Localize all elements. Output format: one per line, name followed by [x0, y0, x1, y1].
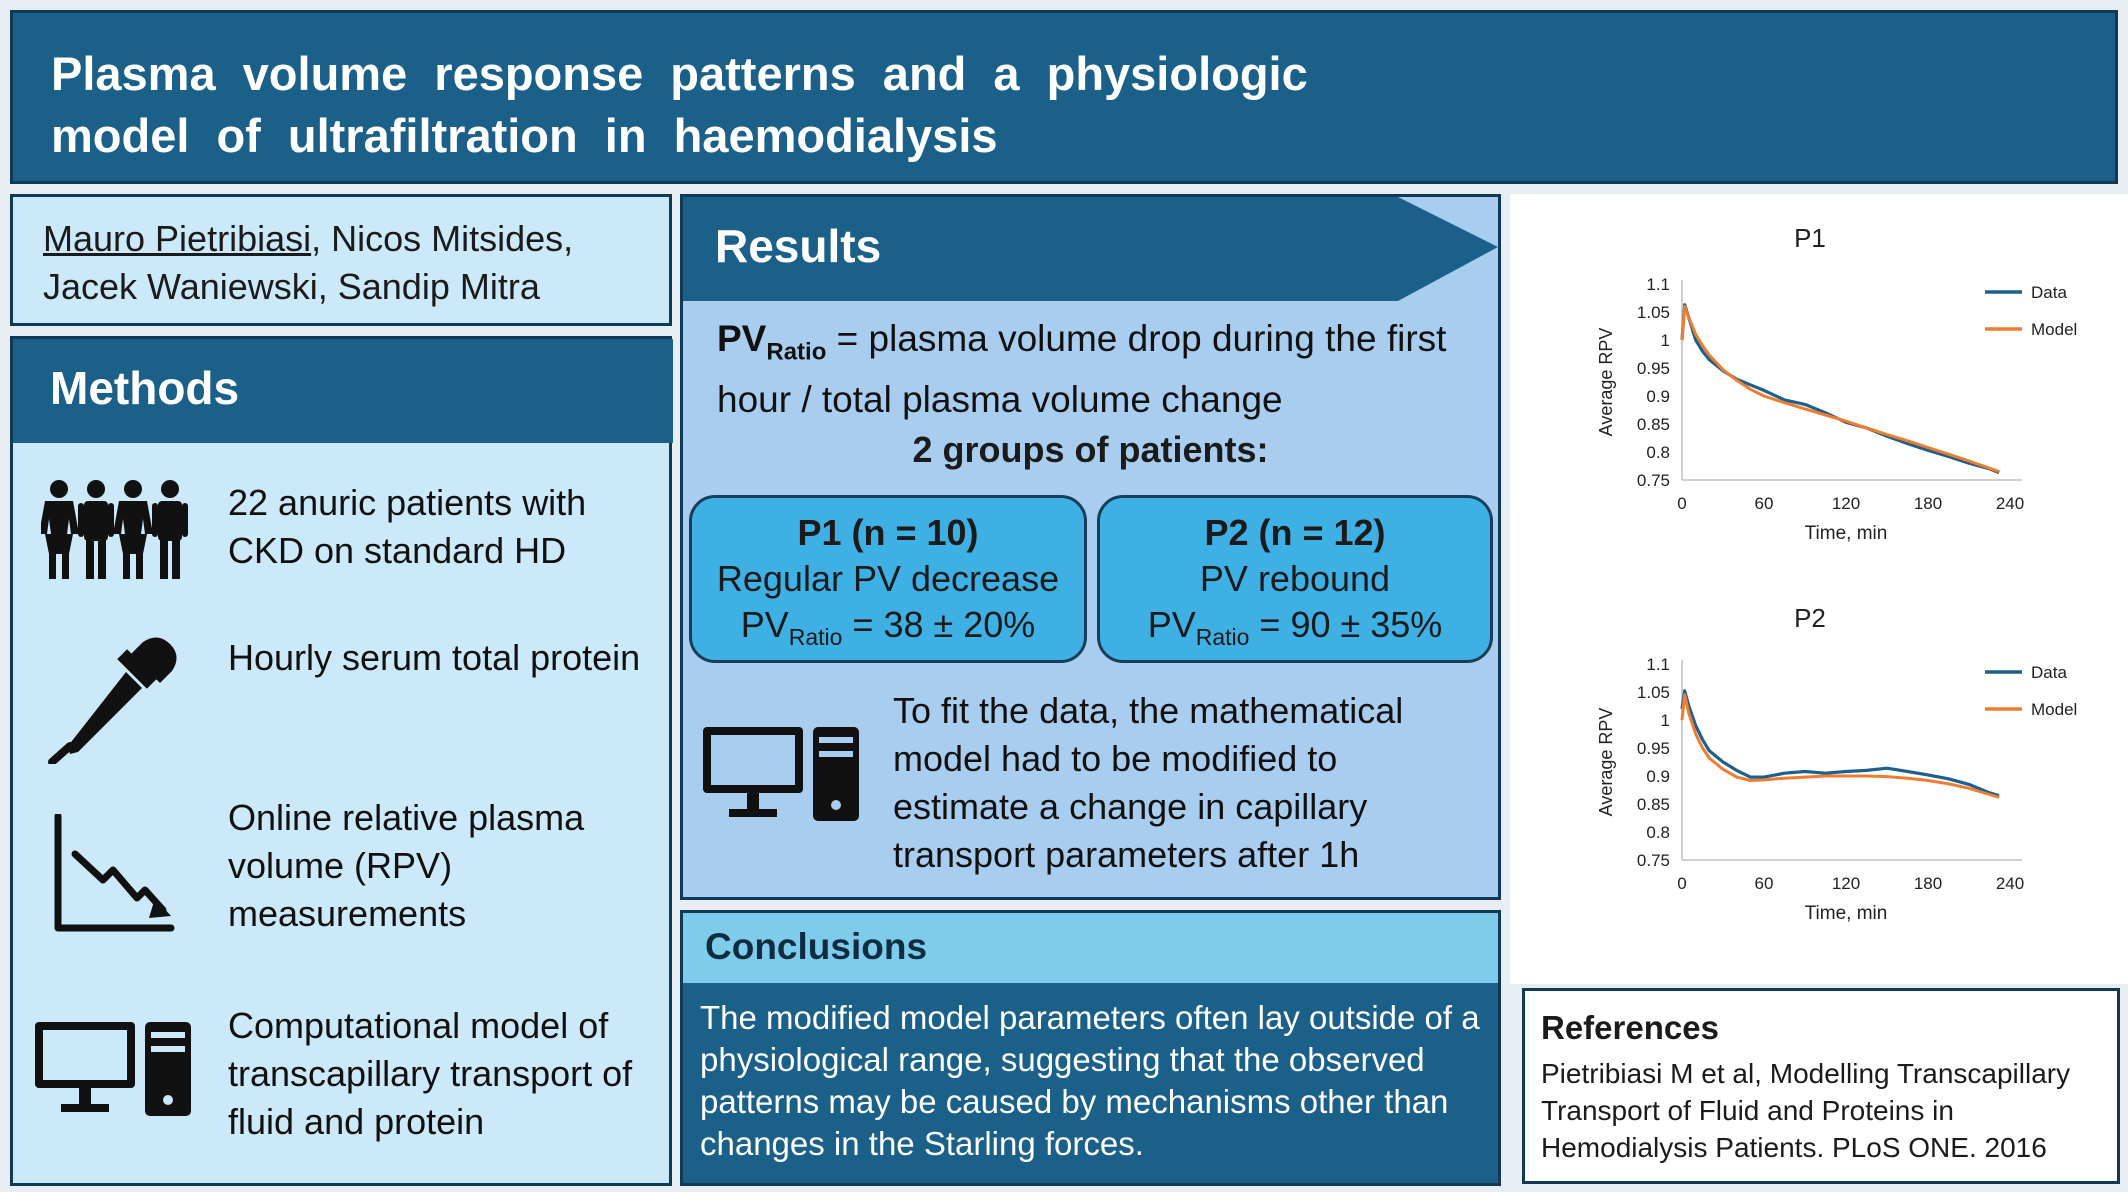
chart-p2: P2 0.75 0.8 0.85 0.9 0.95 1 1.05 1.1 0 60 120 180 240… — [1596, 603, 2077, 924]
x-tick-label: 240 — [1996, 494, 2024, 513]
title-banner: Plasma volume response patterns and a ph… — [10, 10, 2118, 184]
y-tick-label: 0.85 — [1637, 415, 1670, 434]
x-tick-label: 0 — [1677, 494, 1686, 513]
y-tick-label: 0.8 — [1646, 443, 1670, 462]
model-fit-text: To fit the data, the mathematical model … — [893, 690, 1404, 875]
x-tick-label: 60 — [1755, 494, 1774, 513]
legend-label-model: Model — [2031, 700, 2077, 719]
groups-title: 2 groups of patients: — [912, 429, 1269, 470]
x-axis-label: Time, min — [1805, 903, 1888, 924]
series-line-model — [1680, 693, 2000, 799]
x-axis-label: Time, min — [1805, 523, 1888, 544]
method-item-rpv: Online relative plasma volume (RPV) meas… — [13, 794, 669, 954]
y-tick-label: 0.75 — [1637, 851, 1670, 870]
dropper-icon — [48, 637, 177, 764]
results-panel: Results PVRatio = plasma volume drop dur… — [680, 194, 1501, 900]
group-p2-pvratio: PVRatio = 90 ± 35% — [1147, 604, 1443, 651]
method-item-patients: 22 anuric patients with CKD on standard … — [13, 479, 669, 599]
results-banner — [683, 197, 1498, 301]
conclusions-header: Conclusions — [683, 913, 1498, 983]
pv-ratio-subscript: Ratio — [766, 338, 827, 366]
method-item-model: Computational model of transcapillary tr… — [13, 1002, 669, 1152]
group-p1-desc: Regular PV decrease — [716, 558, 1060, 599]
group-p1-pvratio: PVRatio = 38 ± 20% — [740, 604, 1036, 651]
legend-label-data: Data — [2031, 283, 2067, 302]
x-tick-label: 180 — [1914, 874, 1942, 893]
conclusions-panel: Conclusions The modified model parameter… — [680, 910, 1501, 1186]
legend-label-model: Model — [2031, 320, 2077, 339]
y-tick-label: 1 — [1661, 331, 1670, 350]
references-heading: References — [1541, 1009, 1719, 1046]
x-tick-label: 120 — [1832, 874, 1860, 893]
group-p1-value: = 38 ± 20% — [842, 604, 1036, 645]
series-line-data — [1680, 303, 2000, 475]
trend-chart-icon — [54, 814, 175, 932]
series-line-data — [1680, 689, 2000, 798]
pv-ratio-text: = plasma volume drop during the first ho… — [717, 318, 1447, 421]
y-axis-label: Average RPV — [1596, 708, 1616, 817]
methods-heading: Methods — [50, 362, 240, 414]
series-line-model — [1680, 304, 2000, 474]
method-text-rpv: Online relative plasma volume (RPV) meas… — [228, 797, 585, 934]
charts-area: P1 0.75 0.8 0.85 0.9 0.95 1 1.05 1.1 0 60 120 180 240… — [1510, 194, 2128, 984]
pv-ratio-symbol: PV — [717, 318, 767, 359]
computer-icon — [703, 727, 859, 821]
group-p2-desc: PV rebound — [1199, 558, 1391, 599]
pv-ratio-definition: PVRatio = plasma volume drop during the … — [717, 315, 1477, 424]
method-text-protein: Hourly serum total protein — [228, 637, 641, 678]
co-authors: , Nicos Mitsides, Jacek Waniewski, Sandi… — [43, 218, 574, 307]
references-box: References Pietribiasi M et al, Modellin… — [1522, 988, 2120, 1184]
x-tick-label: 60 — [1755, 874, 1774, 893]
method-text-model: Computational model of transcapillary tr… — [228, 1005, 633, 1142]
x-tick-label: 120 — [1832, 494, 1860, 513]
computer-icon — [35, 1022, 191, 1116]
group-p1-card: P1 (n = 10) Regular PV decrease PVRatio … — [689, 495, 1087, 663]
poster-title: Plasma volume response patterns and a ph… — [51, 47, 1308, 162]
chart-title: P2 — [1794, 603, 1826, 633]
authors-box: Mauro Pietribiasi, Nicos Mitsides, Jacek… — [10, 194, 672, 326]
results-heading: Results — [715, 220, 882, 272]
x-tick-label: 0 — [1677, 874, 1686, 893]
group-p1-title: P1 (n = 10) — [797, 512, 979, 553]
method-text-patients: 22 anuric patients with CKD on standard … — [228, 482, 587, 571]
y-tick-label: 0.85 — [1637, 795, 1670, 814]
method-item-protein: Hourly serum total protein — [13, 634, 669, 764]
group-p2-card: P2 (n = 12) PV rebound PVRatio = 90 ± 35… — [1097, 495, 1493, 663]
chart-title: P1 — [1794, 223, 1826, 253]
reference-entry: Pietribiasi M et al, Modelling Transcapi… — [1541, 1058, 2071, 1163]
methods-banner — [13, 339, 673, 443]
y-tick-label: 1 — [1661, 711, 1670, 730]
patients-icon — [41, 480, 188, 579]
y-tick-label: 0.9 — [1646, 387, 1670, 406]
y-tick-label: 1.1 — [1646, 655, 1670, 674]
legend-label-data: Data — [2031, 663, 2067, 682]
conclusions-text: The modified model parameters often lay … — [700, 999, 1480, 1162]
x-tick-label: 240 — [1996, 874, 2024, 893]
conclusions-heading: Conclusions — [705, 926, 928, 967]
y-tick-label: 1.05 — [1637, 683, 1670, 702]
presenting-author: Mauro Pietribiasi — [43, 218, 312, 259]
y-axis-label: Average RPV — [1596, 328, 1616, 437]
y-tick-label: 1.1 — [1646, 275, 1670, 294]
y-tick-label: 1.05 — [1637, 303, 1670, 322]
y-tick-label: 0.75 — [1637, 471, 1670, 490]
group-p2-value: = 90 ± 35% — [1249, 604, 1443, 645]
chart-p1: P1 0.75 0.8 0.85 0.9 0.95 1 1.05 1.1 0 60 120 180 240… — [1596, 223, 2077, 544]
y-tick-label: 0.95 — [1637, 739, 1670, 758]
x-tick-label: 180 — [1914, 494, 1942, 513]
y-tick-label: 0.8 — [1646, 823, 1670, 842]
methods-panel: Methods — [10, 336, 673, 1186]
group-p2-title: P2 (n = 12) — [1204, 512, 1386, 553]
y-tick-label: 0.95 — [1637, 359, 1670, 378]
y-tick-label: 0.9 — [1646, 767, 1670, 786]
